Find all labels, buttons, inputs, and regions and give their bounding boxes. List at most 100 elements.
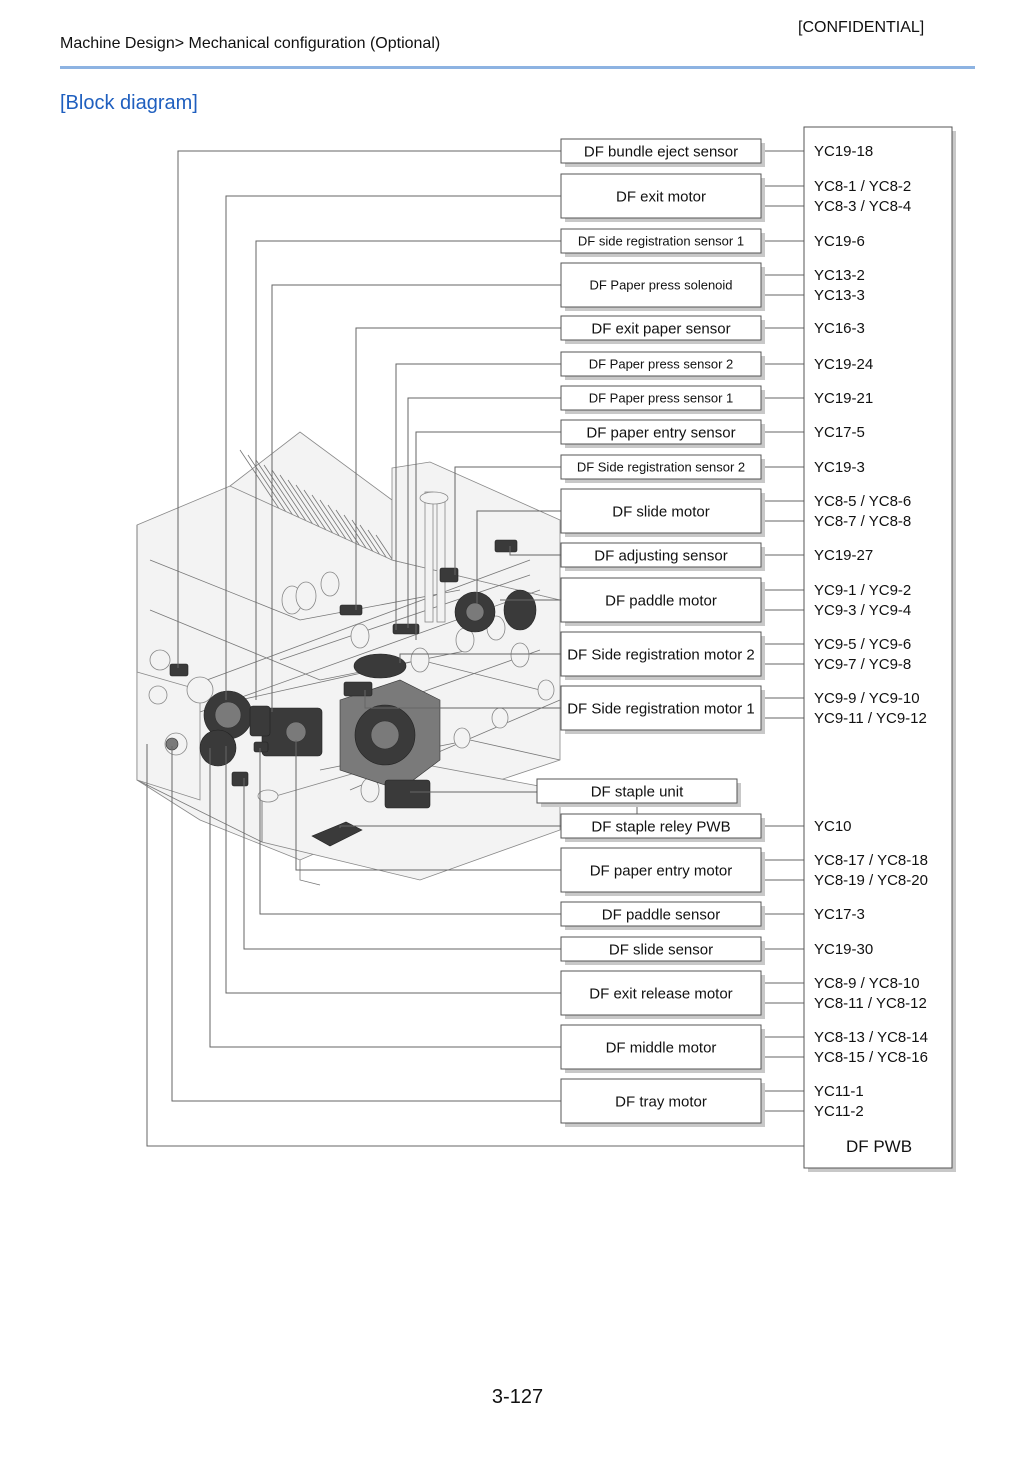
df-bundle-eject-sensor-connector-1: YC19-18 [814, 143, 873, 160]
df-side-registration-sensor-1-box-frame [560, 228, 762, 254]
df-tray-motor-box-frame [560, 1078, 762, 1124]
df-pwb-label: DF PWB [846, 1137, 912, 1156]
df-side-registration-motor-2-box: DF Side registration motor 2 [560, 631, 765, 680]
df-side-registration-sensor-1-box: DF side registration sensor 1 [560, 228, 765, 257]
df-paper-entry-motor-leader [295, 740, 561, 871]
df-exit-paper-sensor-connector-1: YC16-3 [814, 320, 865, 337]
df-pwb-box [803, 126, 956, 1172]
df-paper-entry-sensor-label: DF paper entry sensor [586, 424, 735, 441]
df-tray-motor-connector-1: YC11-1 [814, 1083, 864, 1100]
df-slide-motor-box-frame [560, 488, 762, 534]
df-paddle-sensor-box-frame [560, 901, 762, 927]
section-title: [Block diagram] [60, 92, 198, 114]
df-paddle-sensor-leader [259, 748, 561, 915]
df-exit-release-motor-label: DF exit release motor [589, 985, 732, 1002]
df-exit-paper-sensor-leader [355, 327, 561, 610]
df-exit-motor-box: DF exit motor [560, 173, 765, 222]
df-paper-press-solenoid-connector-1: YC13-2 [814, 267, 865, 284]
df-side-registration-sensor-1-label: DF side registration sensor 1 [578, 234, 744, 249]
df-middle-motor-label: DF middle motor [606, 1039, 717, 1056]
df-side-registration-motor-1-label: DF Side registration motor 1 [567, 700, 755, 717]
df-side-registration-motor-1-leader [364, 690, 561, 709]
df-paper-press-sensor-2-connector-1: YC19-24 [814, 356, 873, 373]
df-paddle-motor-box-frame [560, 577, 762, 623]
cover-hatch-line [255, 459, 297, 521]
breadcrumb: Machine Design> Mechanical configuration… [60, 35, 441, 52]
df-slide-sensor-connector-1: YC19-30 [814, 941, 873, 958]
df-staple-reley-pwb-box: DF staple reley PWB [560, 813, 765, 842]
df-side-registration-motor-2-connector-1: YC9-5 / YC9-6 [814, 636, 911, 653]
df-paper-press-sensor-2-box-frame [560, 351, 762, 377]
cover-hatch-line [263, 464, 305, 526]
df-bundle-eject-sensor-box: DF bundle eject sensor [560, 138, 765, 167]
df-paper-entry-motor-connector-1: YC8-17 / YC8-18 [814, 852, 928, 869]
df-paper-entry-sensor-box-frame [560, 419, 762, 445]
cover-hatch-line [239, 449, 281, 511]
df-side-registration-motor-1-connector-2: YC9-11 / YC9-12 [814, 710, 927, 727]
df-paper-entry-sensor-box: DF paper entry sensor [560, 419, 765, 448]
df-paper-press-sensor-2-leader [395, 363, 561, 630]
df-adjusting-sensor-label: DF adjusting sensor [594, 547, 727, 564]
df-staple-reley-pwb-label: DF staple reley PWB [591, 818, 730, 835]
df-exit-motor-box-frame [560, 173, 762, 219]
df-paddle-motor-connector-1: YC9-1 / YC9-2 [814, 582, 911, 599]
df-paper-press-sensor-1-leader [407, 397, 561, 628]
df-paper-press-solenoid-connector-2: YC13-3 [814, 287, 865, 304]
page-number: 3-127 [491, 1386, 544, 1408]
df-bundle-eject-sensor-box-frame [560, 138, 762, 164]
df-middle-motor-box: DF middle motor [560, 1024, 765, 1073]
df-slide-sensor-leader [243, 778, 561, 950]
df-tray-motor-label: DF tray motor [615, 1093, 707, 1110]
df-paddle-motor-box: DF paddle motor [560, 577, 765, 626]
df-side-registration-sensor-2-box-frame [560, 454, 762, 480]
df-side-registration-motor-1-box-frame [560, 685, 762, 731]
df-bundle-eject-sensor-label: DF bundle eject sensor [584, 143, 738, 160]
df-exit-paper-sensor-box-frame [560, 315, 762, 341]
df-paddle-motor-connector-2: YC9-3 / YC9-4 [814, 602, 911, 619]
df-paddle-sensor-box: DF paddle sensor [560, 901, 765, 930]
df-side-registration-sensor-1-leader [255, 240, 561, 700]
df-side-registration-motor-1-connector-1: YC9-9 / YC9-10 [814, 690, 920, 707]
df-slide-motor-box: DF slide motor [560, 488, 765, 537]
df-side-registration-sensor-1-connector-1: YC19-6 [814, 233, 865, 250]
cover-hatch-line [247, 454, 289, 516]
df-adjusting-sensor-box-frame [560, 542, 762, 568]
df-paper-press-sensor-1-label: DF Paper press sensor 1 [589, 391, 734, 406]
df-staple-unit-box-frame [536, 778, 738, 804]
confidential-mark: [CONFIDENTIAL] [798, 19, 925, 36]
df-slide-sensor-label: DF slide sensor [609, 941, 713, 958]
df-slide-motor-connector-2: YC8-7 / YC8-8 [814, 513, 911, 530]
df-staple-reley-pwb-leader [339, 825, 561, 828]
df-exit-motor-leader [225, 195, 561, 700]
df-paper-entry-motor-box: DF paper entry motor [560, 847, 765, 896]
df-side-registration-motor-2-leader [399, 653, 561, 663]
df-tray-motor-leader [171, 746, 561, 1102]
df-paddle-sensor-connector-1: YC17-3 [814, 906, 865, 923]
df-pwb-leader [146, 744, 804, 1147]
df-exit-motor-label: DF exit motor [616, 188, 706, 205]
header-rule [60, 66, 975, 69]
df-side-registration-motor-2-label: DF Side registration motor 2 [567, 646, 755, 663]
df-paper-press-sensor-1-connector-1: YC19-21 [814, 390, 873, 407]
df-paper-press-sensor-1-box-frame [560, 385, 762, 411]
df-paddle-sensor-label: DF paddle sensor [602, 906, 720, 923]
df-slide-motor-leader [476, 510, 561, 604]
df-middle-motor-leader [209, 748, 561, 1048]
df-side-registration-motor-1-box: DF Side registration motor 1 [560, 685, 765, 734]
df-adjusting-sensor-connector-1: YC19-27 [814, 547, 873, 564]
df-paper-press-solenoid-box-frame [560, 262, 762, 308]
df-paper-entry-sensor-connector-1: YC17-5 [814, 424, 865, 441]
df-paper-entry-motor-label: DF paper entry motor [590, 862, 733, 879]
df-exit-paper-sensor-box: DF exit paper sensor [560, 315, 765, 344]
df-middle-motor-connector-1: YC8-13 / YC8-14 [814, 1029, 928, 1046]
df-paper-entry-sensor-leader [415, 431, 561, 640]
df-slide-sensor-box-frame [560, 936, 762, 962]
df-side-registration-sensor-2-connector-1: YC19-3 [814, 459, 865, 476]
df-tray-motor-box: DF tray motor [560, 1078, 765, 1127]
df-slide-motor-connector-1: YC8-5 / YC8-6 [814, 493, 911, 510]
df-paper-entry-motor-box-frame [560, 847, 762, 893]
df-adjusting-sensor-box: DF adjusting sensor [560, 542, 765, 571]
df-exit-motor-connector-2: YC8-3 / YC8-4 [814, 198, 911, 215]
df-exit-release-motor-box: DF exit release motor [560, 970, 765, 1019]
